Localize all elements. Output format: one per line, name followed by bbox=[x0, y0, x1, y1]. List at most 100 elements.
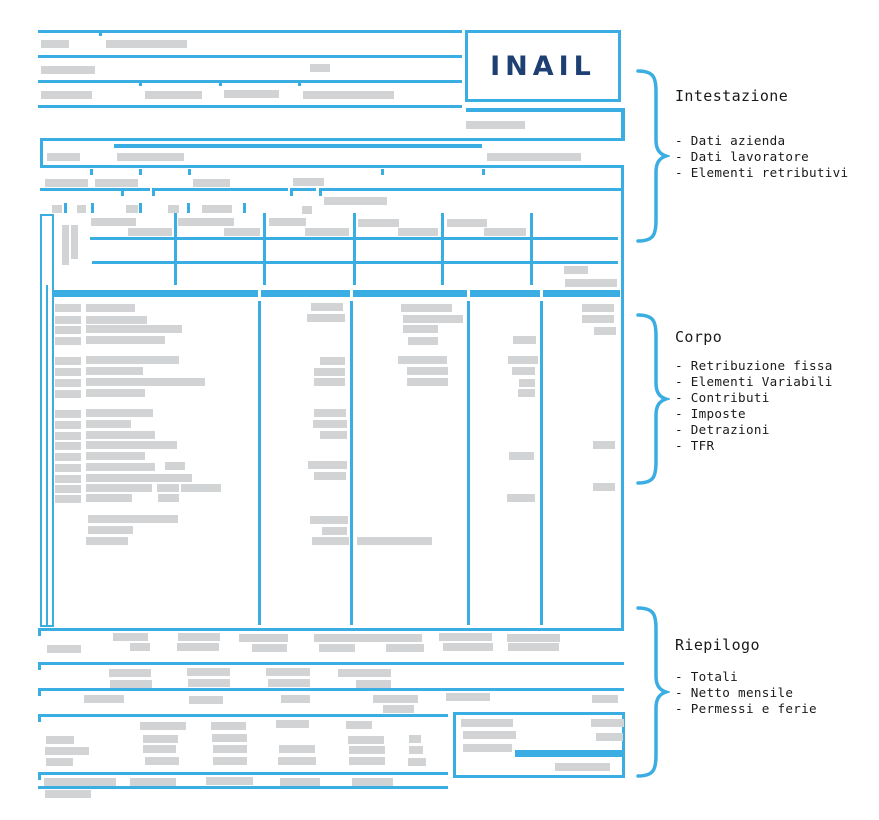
section-item: - Contributi bbox=[675, 390, 770, 405]
text-placeholder bbox=[41, 91, 92, 99]
rule-line bbox=[40, 625, 54, 627]
text-placeholder bbox=[487, 153, 581, 161]
text-placeholder bbox=[55, 475, 81, 483]
text-placeholder bbox=[45, 179, 88, 187]
text-placeholder bbox=[349, 746, 385, 754]
text-placeholder bbox=[594, 327, 616, 335]
text-placeholder bbox=[55, 326, 81, 334]
rule-line bbox=[622, 712, 625, 778]
section-item: - Dati azienda bbox=[675, 133, 786, 148]
text-placeholder bbox=[84, 695, 124, 703]
text-placeholder bbox=[86, 409, 153, 417]
rule-line bbox=[64, 203, 67, 213]
text-placeholder bbox=[168, 205, 179, 213]
text-placeholder bbox=[91, 218, 136, 226]
rule-line bbox=[38, 772, 41, 780]
rule-line bbox=[38, 105, 462, 108]
text-placeholder bbox=[307, 314, 345, 322]
text-placeholder bbox=[157, 484, 179, 492]
text-placeholder bbox=[358, 219, 399, 227]
rule-line bbox=[40, 214, 54, 216]
text-placeholder bbox=[55, 464, 81, 472]
text-placeholder bbox=[596, 733, 623, 741]
text-placeholder bbox=[314, 368, 345, 376]
text-placeholder bbox=[86, 431, 155, 439]
text-placeholder bbox=[202, 205, 232, 213]
text-placeholder bbox=[140, 722, 186, 730]
text-placeholder bbox=[110, 680, 152, 688]
text-placeholder bbox=[314, 634, 422, 642]
text-placeholder bbox=[213, 757, 247, 765]
text-placeholder bbox=[338, 669, 391, 677]
rule-line bbox=[187, 203, 190, 213]
text-placeholder bbox=[86, 484, 152, 492]
text-placeholder bbox=[398, 228, 438, 236]
text-placeholder bbox=[47, 153, 80, 161]
text-placeholder bbox=[86, 494, 132, 502]
rule-line bbox=[38, 662, 624, 665]
section-item: - TFR bbox=[675, 438, 715, 453]
text-placeholder bbox=[593, 441, 615, 449]
text-placeholder bbox=[305, 228, 349, 236]
text-placeholder bbox=[373, 695, 418, 703]
text-placeholder bbox=[55, 410, 81, 418]
rule-line bbox=[38, 772, 448, 775]
rule-line bbox=[621, 165, 624, 295]
rule-line bbox=[38, 55, 462, 58]
text-placeholder bbox=[55, 421, 81, 429]
text-placeholder bbox=[130, 643, 150, 651]
text-placeholder bbox=[320, 431, 347, 439]
text-placeholder bbox=[86, 304, 135, 312]
text-placeholder bbox=[188, 679, 230, 687]
brace-riepilogo bbox=[636, 606, 670, 778]
text-placeholder bbox=[322, 527, 347, 535]
rule-line bbox=[91, 203, 94, 213]
rule-line bbox=[38, 628, 41, 636]
text-placeholder bbox=[311, 303, 343, 311]
text-placeholder bbox=[508, 356, 538, 364]
text-placeholder bbox=[582, 315, 614, 323]
text-placeholder bbox=[55, 495, 81, 503]
section-item: - Elementi retributivi bbox=[675, 165, 849, 180]
text-placeholder bbox=[55, 357, 81, 365]
text-placeholder bbox=[86, 356, 179, 364]
text-placeholder bbox=[177, 643, 219, 651]
text-placeholder bbox=[314, 409, 346, 417]
text-placeholder bbox=[77, 205, 86, 213]
section-item: - Dati lavoratore bbox=[675, 149, 809, 164]
rule-line bbox=[261, 290, 350, 297]
rule-line bbox=[543, 290, 620, 297]
text-placeholder bbox=[303, 91, 394, 99]
text-placeholder bbox=[507, 634, 560, 642]
text-placeholder bbox=[439, 633, 492, 641]
text-placeholder bbox=[314, 378, 345, 386]
text-placeholder bbox=[55, 485, 81, 493]
rule-line bbox=[40, 138, 43, 168]
rule-line bbox=[154, 188, 288, 191]
text-placeholder bbox=[346, 721, 372, 729]
text-placeholder bbox=[507, 494, 535, 502]
rule-line bbox=[38, 628, 624, 631]
rule-line bbox=[52, 214, 54, 626]
text-placeholder bbox=[446, 693, 490, 701]
text-placeholder bbox=[266, 668, 310, 676]
text-placeholder bbox=[126, 205, 138, 213]
rule-line bbox=[515, 750, 625, 757]
text-placeholder bbox=[45, 790, 91, 798]
text-placeholder bbox=[62, 225, 69, 265]
text-placeholder bbox=[591, 719, 624, 727]
text-placeholder bbox=[310, 64, 330, 72]
rule-line bbox=[40, 188, 150, 191]
rule-line bbox=[40, 138, 624, 141]
section-title-corpo: Corpo bbox=[675, 328, 723, 346]
text-placeholder bbox=[181, 484, 221, 492]
text-placeholder bbox=[86, 537, 128, 545]
inail-logo: INAIL bbox=[490, 51, 596, 82]
text-placeholder bbox=[348, 736, 384, 744]
text-placeholder bbox=[55, 390, 81, 398]
rule-line bbox=[139, 169, 142, 175]
text-placeholder bbox=[95, 179, 138, 187]
text-placeholder bbox=[86, 378, 205, 386]
text-placeholder bbox=[44, 778, 116, 786]
